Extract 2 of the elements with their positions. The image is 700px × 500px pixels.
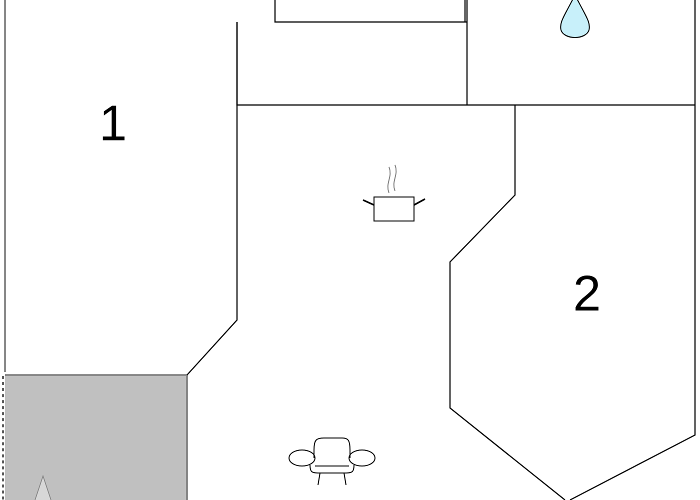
room-number: 1	[102, 106, 124, 140]
room-number: 2	[576, 275, 598, 311]
